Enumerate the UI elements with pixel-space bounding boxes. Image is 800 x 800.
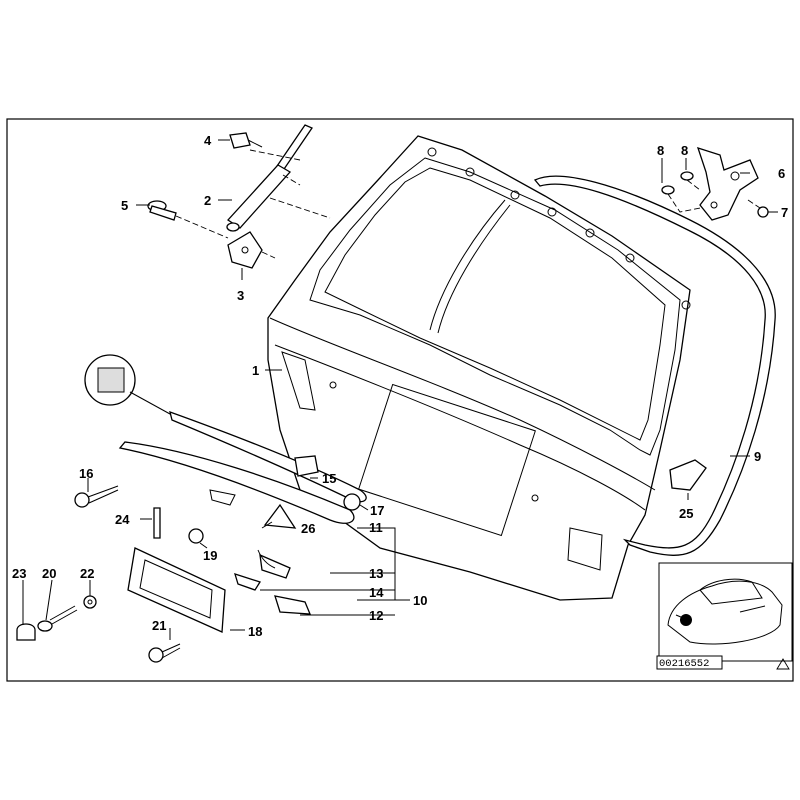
strut-bracket-part-3 [227, 231, 263, 269]
screw-part-21 [148, 643, 181, 663]
callout-13: 13 [369, 566, 383, 581]
diagram-frame [6, 118, 794, 682]
callout-4: 4 [204, 133, 212, 148]
gas-strut-part-2 [226, 124, 313, 232]
hinge-part-6 [696, 146, 759, 221]
trim-strip-part-11 [118, 441, 355, 524]
light-assembly-part-26 [209, 489, 297, 529]
lens-part-12 [274, 595, 312, 615]
callout-26: 26 [301, 521, 315, 536]
callout-14: 14 [369, 585, 384, 600]
callout-23: 23 [12, 566, 26, 581]
callout-2: 2 [204, 193, 211, 208]
callout-16: 16 [79, 466, 93, 481]
callout-1: 1 [252, 363, 259, 378]
locator-highlight [680, 614, 692, 626]
callout-11: 11 [369, 520, 383, 535]
callout-9: 9 [754, 449, 761, 464]
screw-part-8a [661, 185, 675, 195]
callout-22: 22 [80, 566, 94, 581]
callout-15: 15 [322, 471, 336, 486]
ball-stud-part-4 [229, 132, 263, 149]
cap-part-23 [16, 623, 36, 641]
triangle-marker-icon [776, 658, 790, 670]
callout-24: 24 [115, 512, 130, 527]
callout-6: 6 [778, 166, 785, 181]
tailgate-part-1 [267, 135, 691, 601]
callout-21: 21 [152, 618, 166, 633]
callout-5: 5 [121, 198, 128, 213]
callout-17: 17 [370, 503, 384, 518]
seal-part-9 [533, 175, 776, 556]
stop-strip-part-24 [153, 507, 161, 539]
leader-lines [22, 139, 778, 640]
callout-7: 7 [781, 205, 788, 220]
callout-18: 18 [248, 624, 262, 639]
screw-part-20 [37, 605, 78, 632]
clip-part-15 [294, 455, 319, 477]
locator-inset: 00216552 [656, 562, 793, 670]
screw-part-16 [74, 485, 119, 508]
callout-19: 19 [203, 548, 217, 563]
bulb-part-14 [234, 573, 261, 591]
screw-part-8b [680, 171, 694, 181]
callout-8b: 8 [681, 143, 688, 158]
lamp-part-13 [257, 549, 291, 579]
cover-square [97, 367, 125, 393]
washer-part-22 [83, 595, 97, 609]
callout-10: 10 [413, 593, 427, 608]
callout-20: 20 [42, 566, 56, 581]
clip-part-19 [188, 528, 204, 544]
bump-stop-part-25 [669, 459, 707, 491]
top-seal-strip [169, 410, 367, 503]
clip-part-17 [343, 493, 361, 511]
bolt-part-5 [147, 200, 177, 221]
callout-8a: 8 [657, 143, 664, 158]
plate-mount-part-18 [127, 547, 226, 633]
callout-3: 3 [237, 288, 244, 303]
reference-number: 00216552 [659, 658, 709, 670]
callout-25: 25 [679, 506, 693, 521]
callout-12: 12 [369, 608, 383, 623]
nut-part-7 [757, 206, 769, 218]
